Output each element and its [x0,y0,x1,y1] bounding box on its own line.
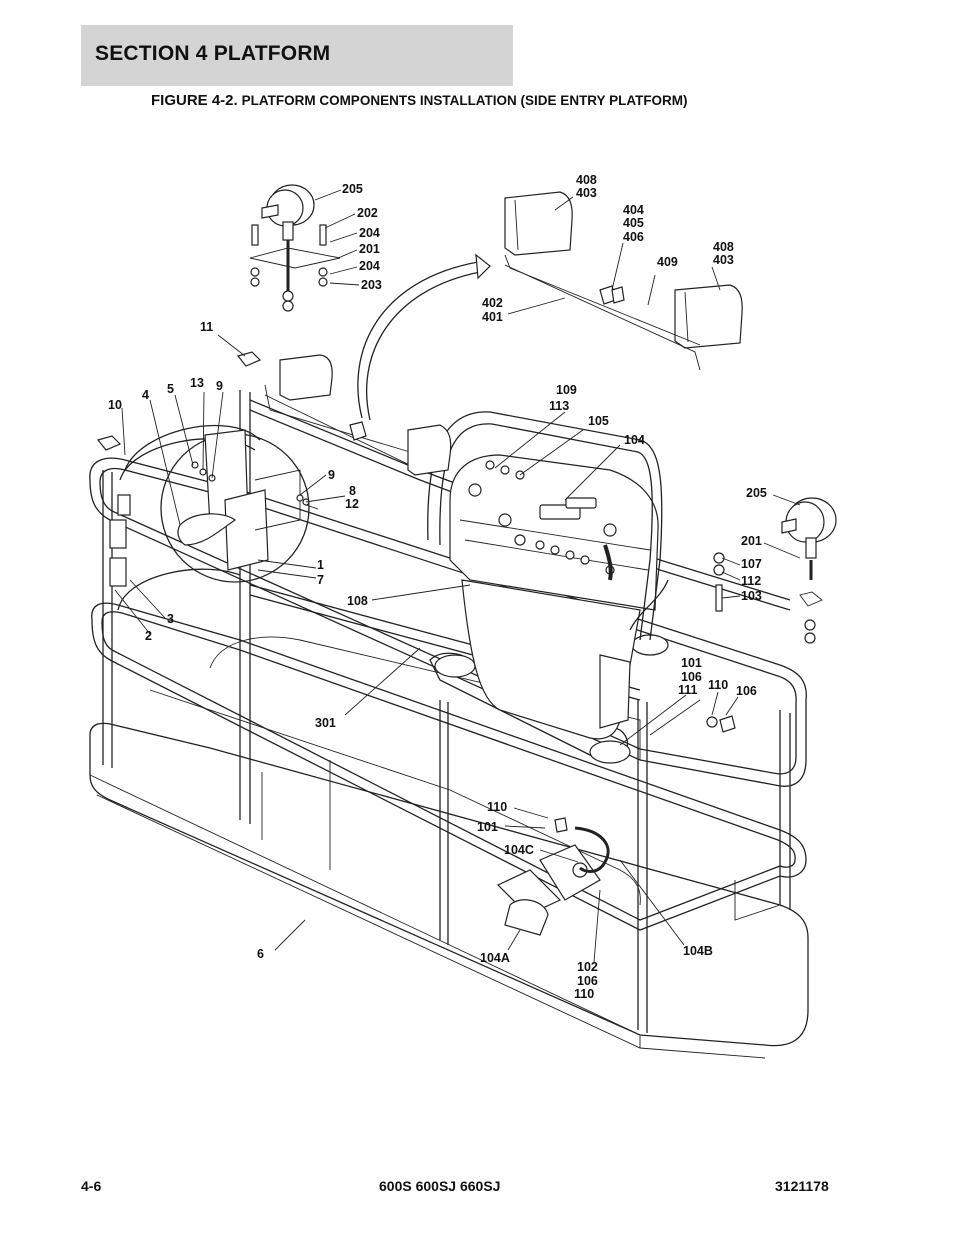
callout-408: 408 [576,173,597,187]
callout-205: 205 [342,182,363,196]
platform-basket [89,351,809,1059]
callout-403: 403 [713,253,734,267]
section-title: SECTION 4 PLATFORM [95,42,331,65]
callout-6: 6 [257,947,264,961]
callout-204: 204 [359,259,380,273]
callout-401: 401 [482,310,503,324]
callout-106: 106 [736,684,757,698]
callout-1: 1 [317,558,324,572]
callout-113: 113 [549,399,569,413]
callout-104C: 104C [504,843,534,857]
callout-108: 108 [347,594,368,608]
callout-103: 103 [741,589,762,603]
callout-408: 408 [713,240,734,254]
platform-light-bar [264,354,452,476]
callout-201: 201 [359,242,380,256]
callout-4: 4 [142,388,149,402]
callout-9: 9 [328,468,335,482]
callout-102: 102 [577,960,598,974]
callout-13: 13 [190,376,204,390]
leader-lines [114,189,801,963]
callout-110: 110 [574,987,594,1001]
callout-107: 107 [741,557,762,571]
light-bar-exploded [357,191,743,421]
figure-number: FIGURE 4-2. [151,92,238,109]
callout-109: 109 [556,383,577,397]
callout-301: 301 [315,716,336,730]
callout-405: 405 [623,216,644,230]
figure-title: PLATFORM COMPONENTS INSTALLATION (SIDE E… [241,93,688,108]
callout-labels: 205 202 204 201 204 203 408 403 404 405 … [108,173,767,1001]
callout-2: 2 [145,629,152,643]
callout-106: 106 [681,670,702,684]
callout-205: 205 [746,486,767,500]
work-light-exploded-left [249,184,341,312]
callout-402: 402 [482,296,503,310]
callout-11: 11 [200,320,213,334]
callout-10: 10 [108,398,122,412]
callout-404: 404 [623,203,644,217]
callout-406: 406 [623,230,644,244]
callout-201: 201 [741,534,762,548]
callout-9: 9 [216,379,223,393]
callout-8: 8 [349,484,356,498]
figure-caption: FIGURE 4-2. PLATFORM COMPONENTS INSTALLA… [151,92,688,109]
page-number: 4-6 [81,1178,102,1194]
callout-101: 101 [477,820,498,834]
callout-104B: 104B [683,944,713,958]
callout-110: 110 [708,678,728,692]
callout-101: 101 [681,656,702,670]
callout-112: 112 [741,574,761,588]
callout-7: 7 [317,573,324,587]
callout-111: 111 [678,683,698,697]
callout-104A: 104A [480,951,510,965]
detail-circle [160,429,319,583]
callout-403: 403 [576,186,597,200]
work-light-exploded-right [713,497,837,644]
callout-202: 202 [357,206,378,220]
model-numbers: 600S 600SJ 660SJ [379,1178,501,1194]
section-header-bar [81,25,513,86]
control-console [427,411,669,740]
callout-5: 5 [167,382,174,396]
callout-105: 105 [588,414,609,428]
callout-204: 204 [359,226,380,240]
callout-106: 106 [577,974,598,988]
callout-104: 104 [624,433,645,447]
callout-409: 409 [657,255,678,269]
callout-203: 203 [361,278,382,292]
callout-110: 110 [487,800,507,814]
callout-12: 12 [345,497,359,511]
callout-3: 3 [167,612,174,626]
document-number: 3121178 [775,1178,829,1194]
